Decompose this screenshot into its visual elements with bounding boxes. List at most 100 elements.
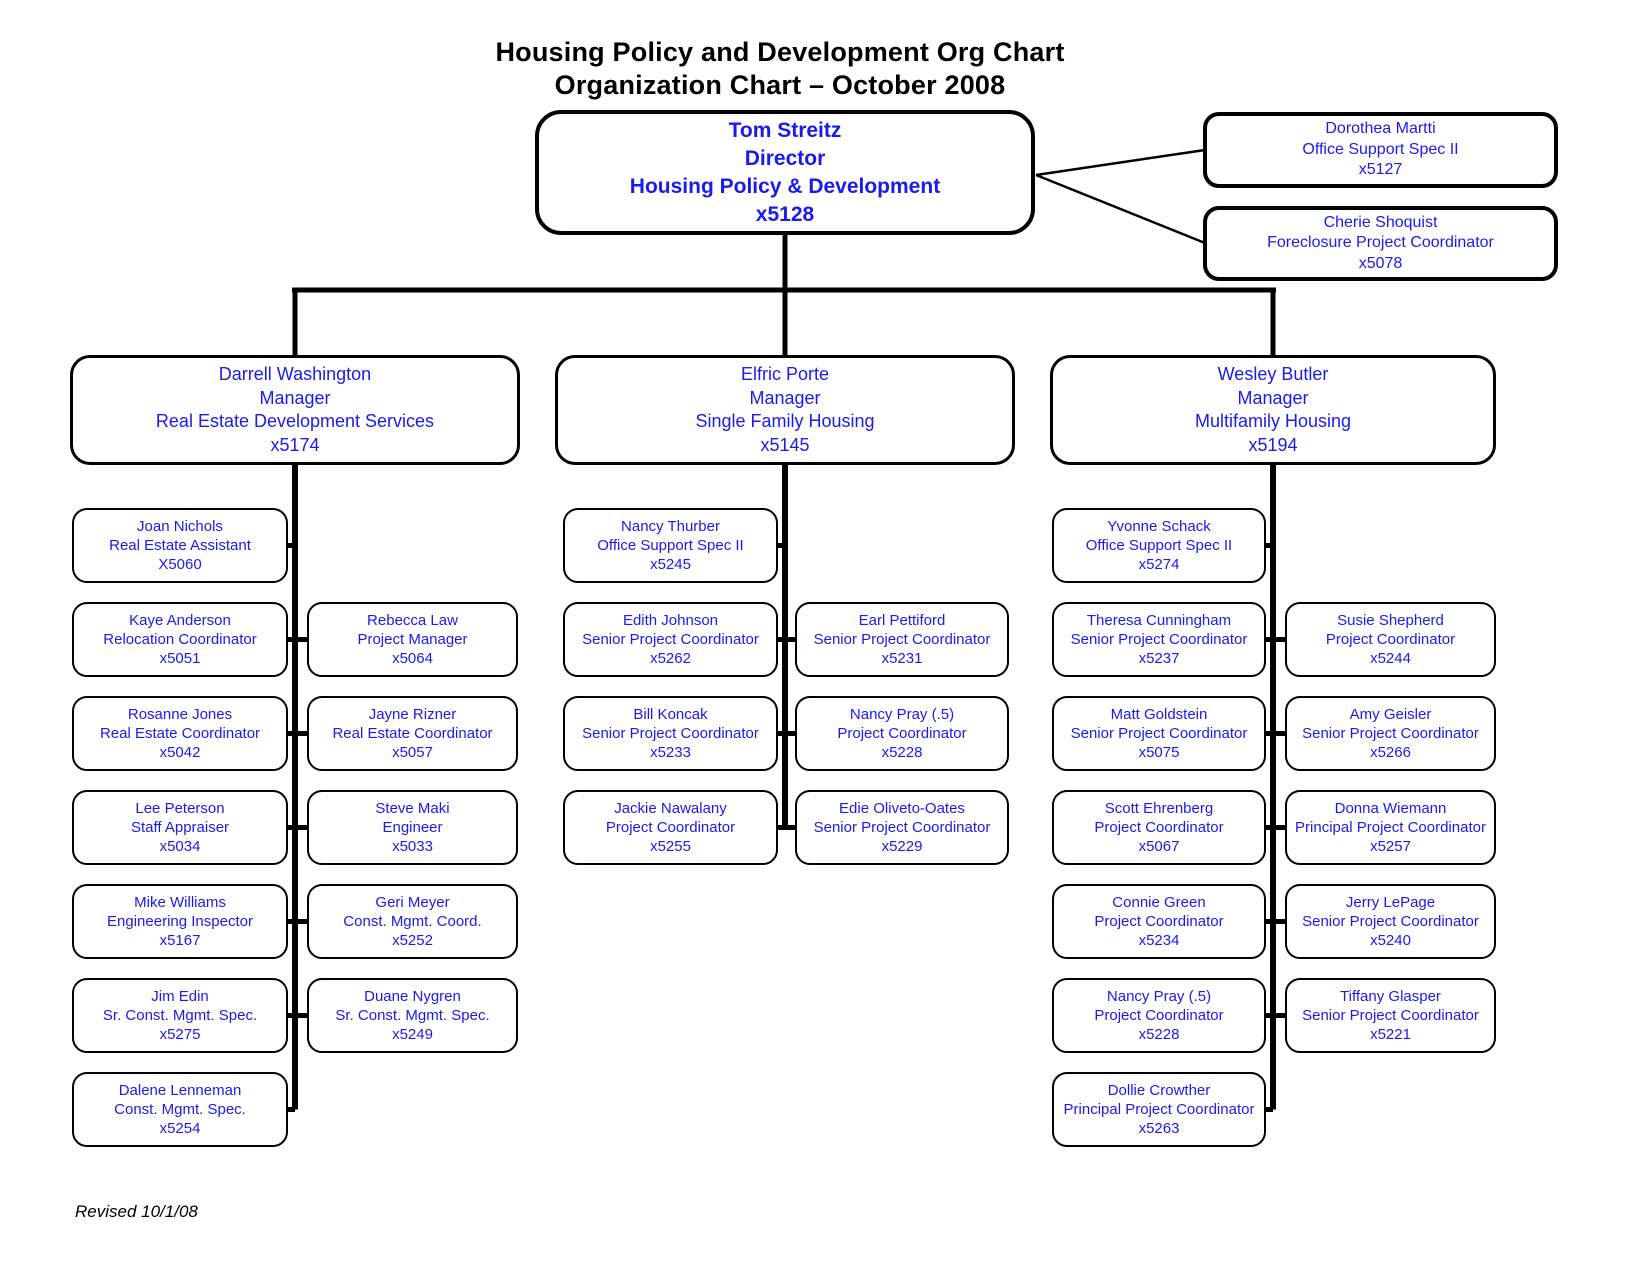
person-title: Staff Appraiser (130, 819, 230, 836)
person-ext: x5033 (392, 838, 433, 855)
person-title: Engineering Inspector (107, 913, 253, 930)
person-name: Amy Geisler (1349, 706, 1432, 723)
person-ext: x5274 (1138, 556, 1180, 573)
person-name: Scott Ehrenberg (1104, 800, 1214, 817)
person-title: Const. Mgmt. Spec. (114, 1101, 246, 1118)
person-title: Project Coordinator (837, 725, 967, 742)
person-ext: x5255 (650, 838, 691, 855)
person-ext: x5221 (1370, 1026, 1411, 1043)
person-ext: x5275 (159, 1026, 201, 1043)
person-title: Project Coordinator (1094, 913, 1224, 930)
person-ext: x5064 (392, 650, 433, 667)
person-title: Project Coordinator (1094, 1007, 1224, 1024)
person-name: Matt Goldstein (1110, 706, 1208, 723)
person-title: Const. Mgmt. Coord. (343, 913, 482, 930)
person-name: Jerry LePage (1345, 894, 1436, 911)
person-ext: x5127 (1358, 161, 1403, 179)
person-name: Cherie Shoquist (1323, 213, 1438, 231)
person-name: Edith Johnson (622, 612, 719, 629)
person-ext: x5174 (270, 434, 320, 455)
person-title: Principal Project Coordinator (1063, 1101, 1255, 1118)
person-name: Wesley Butler (1217, 364, 1329, 384)
person-ext: x5240 (1370, 932, 1411, 949)
person-ext: x5034 (159, 838, 201, 855)
person-ext: X5060 (158, 556, 202, 573)
person-ext: x5249 (392, 1026, 433, 1043)
person-ext: x5075 (1138, 744, 1180, 761)
person-name: Edie Oliveto-Oates (839, 800, 965, 817)
person-name: Bill Koncak (633, 706, 708, 723)
person-dept: Single Family Housing (695, 411, 875, 431)
person-title: Project Coordinator (1325, 631, 1456, 648)
person-name: Mike Williams (134, 894, 226, 911)
person-title: Sr. Const. Mgmt. Spec. (102, 1007, 258, 1024)
person-name: Tiffany Glasper (1340, 988, 1441, 1005)
person-name: Darrell Washington (218, 364, 372, 384)
person-title: Director (744, 146, 826, 170)
person-name: Tom Streitz (728, 118, 842, 142)
person-ext: x5263 (1138, 1120, 1180, 1137)
person-title: Senior Project Coordinator (1302, 1007, 1479, 1024)
person-name: Jayne Rizner (368, 706, 457, 723)
person-name: Duane Nygren (364, 988, 461, 1005)
person-name: Geri Meyer (375, 894, 450, 911)
person-title: Senior Project Coordinator (1070, 631, 1248, 648)
person-title: Relocation Coordinator (103, 631, 257, 648)
person-title: Sr. Const. Mgmt. Spec. (335, 1007, 490, 1024)
person-ext: x5245 (650, 556, 691, 573)
person-ext: x5233 (650, 744, 691, 761)
person-title: Real Estate Assistant (109, 537, 251, 554)
person-ext: x5194 (1248, 434, 1298, 455)
person-name: Nancy Pray (.5) (849, 706, 955, 723)
person-title: Office Support Spec II (1302, 140, 1459, 158)
person-name: Rebecca Law (367, 612, 458, 629)
person-name: Nancy Thurber (621, 518, 720, 535)
person-name: Susie Shepherd (1337, 612, 1444, 629)
person-title: Manager (259, 387, 331, 408)
person-ext: x5262 (650, 650, 691, 667)
person-title: Senior Project Coordinator (1070, 725, 1248, 742)
person-title: Manager (1237, 387, 1309, 408)
person-title: Foreclosure Project Coordinator (1267, 234, 1494, 252)
person-title: Engineer (382, 819, 443, 836)
person-name: Lee Peterson (135, 800, 225, 817)
person-ext: x5042 (159, 744, 201, 761)
person-title: Principal Project Coordinator (1295, 819, 1486, 836)
person-title: Senior Project Coordinator (1302, 913, 1479, 930)
person-ext: x5228 (1138, 1026, 1180, 1043)
person-ext: x5145 (760, 434, 810, 455)
person-title: Senior Project Coordinator (813, 631, 991, 648)
person-ext: x5128 (755, 202, 815, 226)
person-ext: x5234 (1138, 932, 1180, 949)
person-ext: x5229 (881, 838, 923, 855)
person-name: Dalene Lenneman (118, 1082, 242, 1099)
person-title: Project Coordinator (1094, 819, 1224, 836)
person-name: Rosanne Jones (127, 706, 233, 723)
person-name: Dollie Crowther (1107, 1082, 1211, 1099)
person-name: Joan Nichols (137, 518, 223, 535)
person-name: Theresa Cunningham (1086, 612, 1232, 629)
